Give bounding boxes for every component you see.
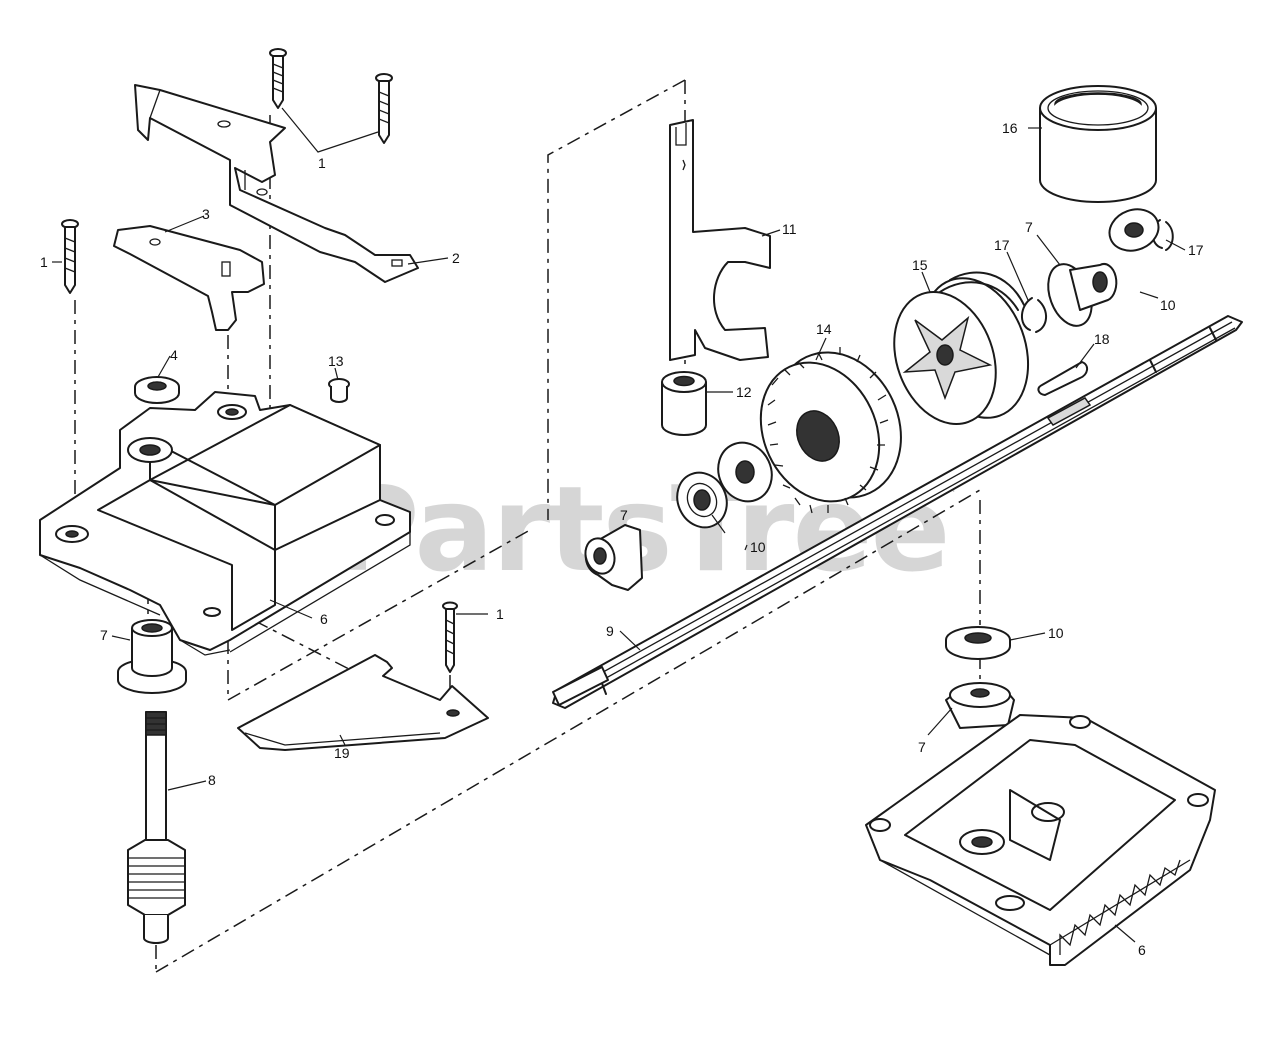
lever-part-3 [113, 225, 265, 331]
callout-15: 15 [912, 257, 928, 273]
callout-12: 12 [736, 384, 752, 400]
callout-1-left: 1 [40, 254, 48, 270]
callout-6-lower: 6 [1138, 942, 1146, 958]
washer-part-10-right [1108, 208, 1160, 252]
callout-13: 13 [328, 353, 344, 369]
callout-7-center: 7 [620, 507, 628, 523]
callout-18: 18 [1094, 331, 1110, 347]
screw-part-1-top-a [269, 48, 287, 109]
screw-part-1-left [61, 219, 79, 294]
callout-14: 14 [816, 321, 832, 337]
callout-labels: 1 1 1 2 3 4 6 6 7 7 7 7 8 9 10 10 10 11 … [40, 120, 1204, 958]
callout-19: 19 [334, 745, 350, 761]
washer-part-10-lower [945, 626, 1011, 660]
callout-17-right: 17 [1188, 242, 1204, 258]
bushing-part-7-center [584, 524, 643, 591]
callout-7-left: 7 [100, 627, 108, 643]
housing-upper-part-6 [39, 391, 411, 656]
washer-part-4 [134, 376, 180, 404]
bushing-part-7-lower [945, 682, 1015, 729]
callout-17-left: 17 [994, 237, 1010, 253]
callout-leaders [52, 107, 1186, 943]
clutch-part-15 [893, 271, 1030, 425]
housing-lower-part-6 [865, 714, 1216, 966]
bushing-part-12 [661, 371, 707, 436]
callout-3: 3 [202, 206, 210, 222]
shaft-part-8 [127, 711, 186, 944]
washer-part-10-center-b [676, 471, 728, 529]
callout-2: 2 [452, 250, 460, 266]
screw-part-1-top-b [375, 73, 393, 144]
worm-gear-part-14 [759, 347, 902, 514]
washer-part-10-center-a [717, 441, 773, 503]
bracket-part-2 [134, 84, 419, 283]
callout-7-lower: 7 [918, 739, 926, 755]
callout-10-center: 10 [750, 539, 766, 555]
key-part-18 [1037, 361, 1088, 396]
bushing-part-7-right [1047, 263, 1118, 327]
cap-part-16 [1039, 85, 1157, 203]
callout-10-right: 10 [1160, 297, 1176, 313]
shaft-part-9 [552, 315, 1243, 709]
callout-4: 4 [170, 347, 178, 363]
retaining-ring-part-17-left [1021, 297, 1047, 333]
plug-part-13 [328, 378, 350, 403]
callout-9: 9 [606, 623, 614, 639]
bushing-part-7-left [117, 619, 187, 694]
callout-16: 16 [1002, 120, 1018, 136]
callout-11: 11 [782, 221, 797, 237]
shift-fork-part-11 [669, 119, 771, 361]
plate-part-19 [237, 654, 489, 751]
callout-10-lower: 10 [1048, 625, 1064, 641]
callout-1-mid: 1 [496, 606, 504, 622]
screw-part-1-mid [442, 601, 458, 673]
callout-7-right: 7 [1025, 219, 1033, 235]
callout-1-top: 1 [318, 155, 326, 171]
callout-6-housing: 6 [320, 611, 328, 627]
callout-8: 8 [208, 772, 216, 788]
